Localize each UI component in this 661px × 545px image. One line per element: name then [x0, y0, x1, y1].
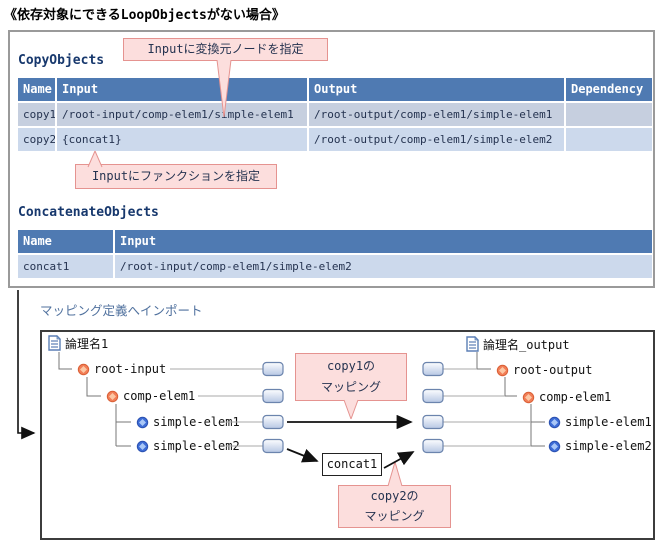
element-node-icon	[522, 391, 535, 403]
document-icon	[466, 336, 479, 352]
element-node-icon	[548, 416, 561, 428]
table-cell: /root-output/comp-elem1/simple-elem1	[309, 103, 564, 126]
tree-node-label: comp-elem1	[539, 390, 612, 404]
tree-node-label: 論理名1	[65, 336, 109, 351]
element-node-icon	[548, 440, 561, 452]
left-tree-node: simple-elem1	[136, 414, 240, 430]
callout-copy1-mapping: copy1の マッピング	[295, 353, 407, 401]
right-tree-node: simple-elem1	[548, 414, 652, 430]
left-tree-node: simple-elem2	[136, 438, 240, 454]
copyobjects-table: Name Input Output Dependency copy1 /root…	[18, 78, 652, 151]
tree-node-label: comp-elem1	[123, 389, 196, 403]
column-header: Input	[57, 78, 307, 101]
table-cell: concat1	[18, 255, 113, 278]
element-node-icon	[136, 416, 149, 428]
concatenateobjects-table: Name Input concat1 /root-input/comp-elem…	[18, 230, 652, 278]
element-node-icon	[136, 440, 149, 452]
table-header-row: Name Input	[18, 230, 652, 253]
tree-node-label: simple-elem2	[153, 439, 240, 453]
tree-node-label: simple-elem1	[565, 415, 652, 429]
left-tree-node: comp-elem1	[106, 388, 195, 404]
callout-copy2-mapping: copy2の マッピング	[338, 485, 451, 528]
tree-node-label: simple-elem1	[153, 415, 240, 429]
table-cell: /root-input/comp-elem1/simple-elem2	[115, 255, 652, 278]
right-tree-node: root-output	[496, 362, 592, 378]
table-cell: {concat1}	[57, 128, 307, 151]
table-row: copy1 /root-input/comp-elem1/simple-elem…	[18, 103, 652, 126]
table-row: concat1 /root-input/comp-elem1/simple-el…	[18, 255, 652, 278]
concatenateobjects-heading: ConcatenateObjects	[18, 205, 159, 220]
column-header: Output	[309, 78, 564, 101]
copyobjects-heading: CopyObjects	[18, 53, 105, 68]
table-cell	[566, 128, 652, 151]
import-flow-arrow	[17, 290, 36, 440]
column-header: Input	[115, 230, 652, 253]
table-cell	[566, 103, 652, 126]
document-icon	[48, 335, 61, 351]
table-cell: /root-output/comp-elem1/simple-elem2	[309, 128, 564, 151]
left-tree-node: root-input	[77, 361, 166, 377]
callout-line: マッピング	[320, 380, 381, 394]
callout-line: マッピング	[364, 509, 425, 523]
callout-line: copy2の	[370, 489, 419, 503]
tree-node-label: root-input	[94, 362, 167, 376]
element-node-icon	[496, 364, 509, 376]
tree-node-label: 論理名_output	[483, 337, 570, 352]
left-tree-root-item: 論理名1	[48, 335, 108, 351]
column-header: Name	[18, 78, 55, 101]
tree-node-label: root-output	[513, 363, 593, 377]
function-box-concat1: concat1	[322, 453, 382, 476]
callout-input-function: Inputにファンクションを指定	[75, 164, 277, 189]
table-cell: copy1	[18, 103, 55, 126]
right-tree-root-item: 論理名_output	[466, 336, 570, 352]
element-node-icon	[106, 390, 119, 402]
callout-input-source-node: Inputに変換元ノードを指定	[123, 38, 328, 61]
table-cell: /root-input/comp-elem1/simple-elem1	[57, 103, 307, 126]
column-header: Name	[18, 230, 113, 253]
table-cell: copy2	[18, 128, 55, 151]
callout-line: copy1の	[326, 359, 376, 373]
element-node-icon	[77, 363, 90, 375]
table-row: copy2 {concat1} /root-output/comp-elem1/…	[18, 128, 652, 151]
table-header-row: Name Input Output Dependency	[18, 78, 652, 101]
page-title: 《依存対象にできるLoopObjectsがない場合》	[4, 8, 285, 23]
mapping-section-label: マッピング定義へインポート	[40, 303, 203, 318]
column-header: Dependency	[566, 78, 652, 101]
tree-node-label: simple-elem2	[565, 439, 652, 453]
right-tree-node: simple-elem2	[548, 438, 652, 454]
right-tree-node: comp-elem1	[522, 389, 611, 405]
